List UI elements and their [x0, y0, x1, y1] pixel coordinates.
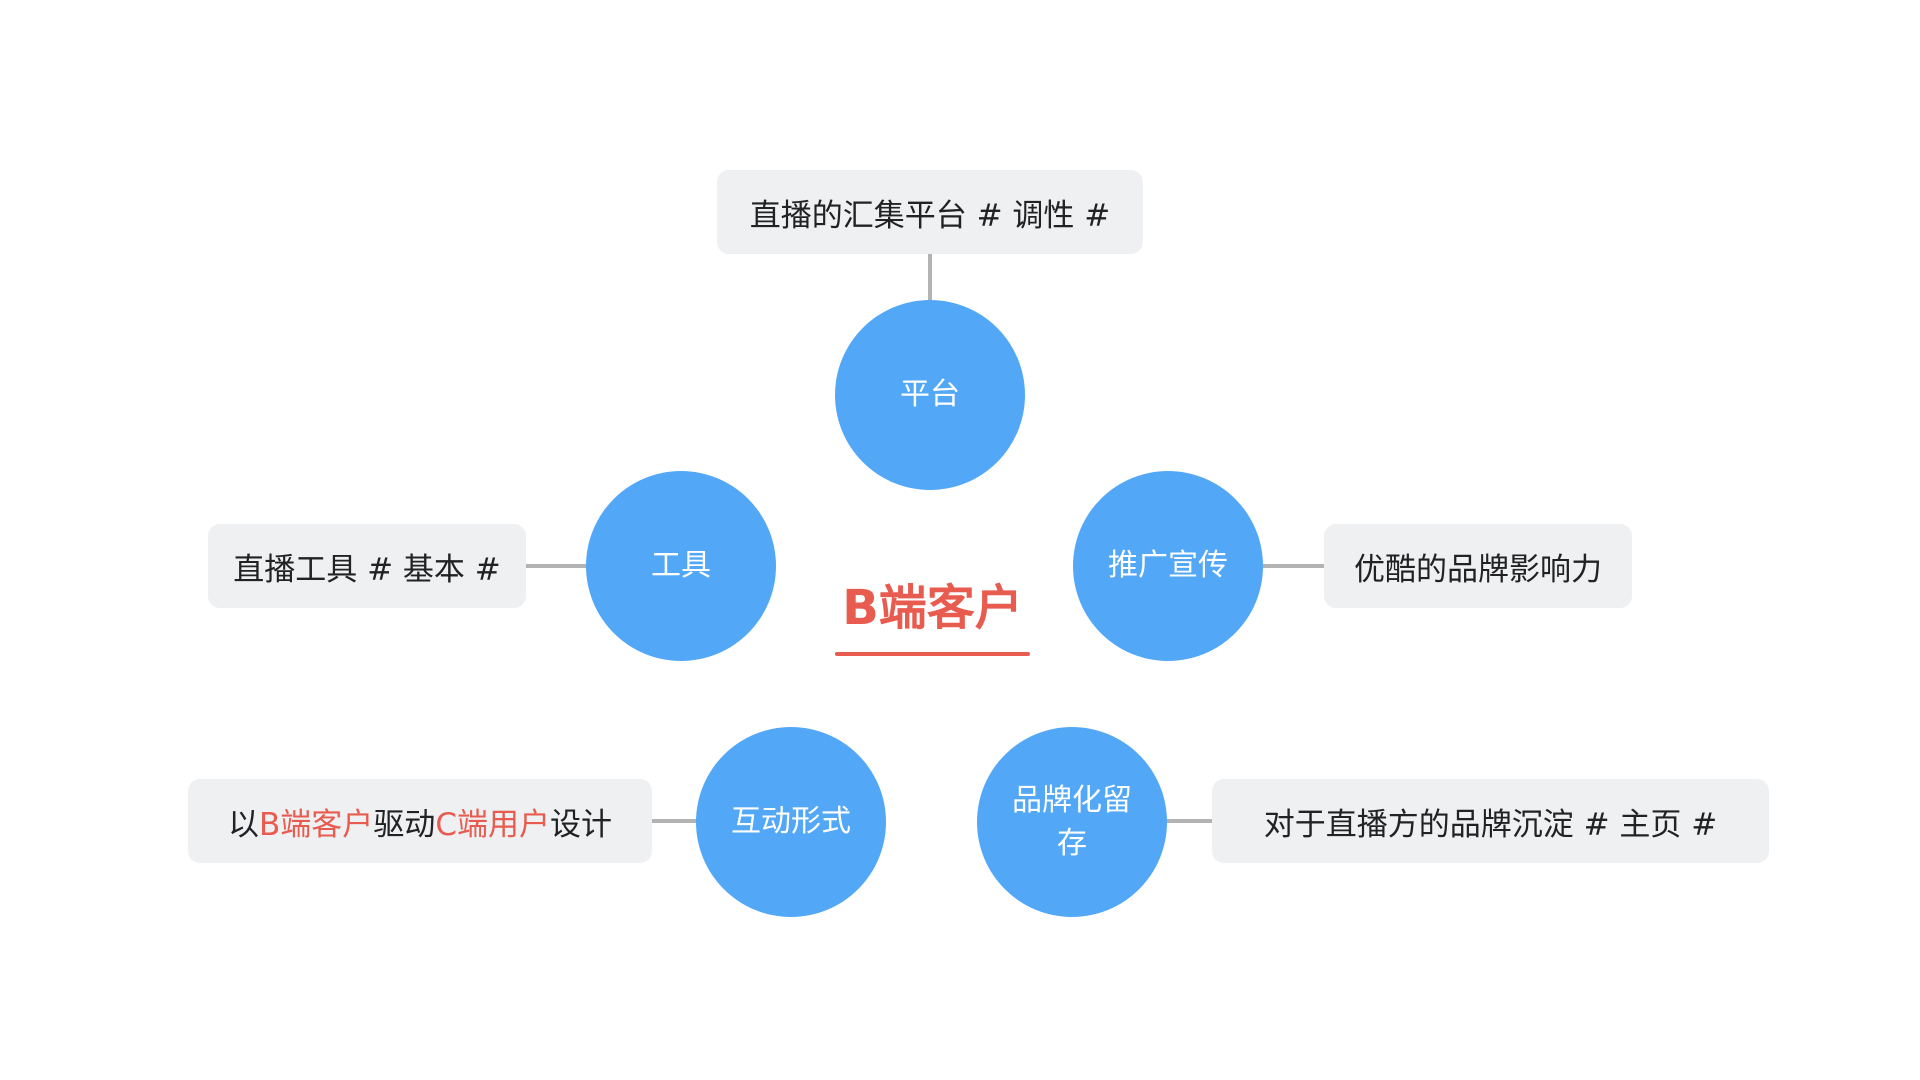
interaction-note-part-5: 设计: [549, 806, 612, 843]
retention-node[interactable]: 品牌化留存: [977, 727, 1167, 917]
platform-node[interactable]: 平台: [835, 300, 1025, 490]
platform-note: 直播的汇集平台 # 调性 #: [717, 170, 1143, 254]
interaction-note-part-1: 以: [228, 806, 260, 843]
interaction-note-b-client: B端客户: [259, 806, 374, 843]
promotion-node[interactable]: 推广宣传: [1073, 471, 1263, 661]
interaction-node[interactable]: 互动形式: [696, 727, 886, 917]
tools-note: 直播工具 # 基本 #: [208, 524, 526, 608]
promotion-note: 优酷的品牌影响力: [1324, 524, 1632, 608]
interaction-note-part-3: 驱动: [373, 806, 436, 843]
center-underline: [835, 652, 1030, 656]
center-title: B端客户: [842, 580, 1023, 636]
retention-note: 对于直播方的品牌沉淀 # 主页 #: [1212, 779, 1769, 863]
interaction-note-c-user: C端用户: [435, 806, 550, 843]
tools-node[interactable]: 工具: [586, 471, 776, 661]
